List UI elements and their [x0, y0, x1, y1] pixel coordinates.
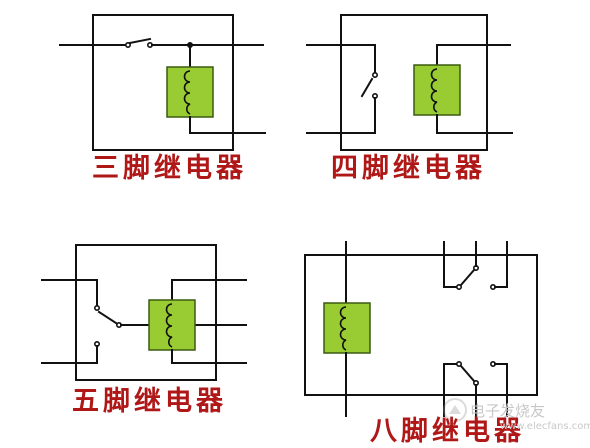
relay-5pin-housing — [75, 244, 217, 381]
relay-4pin — [306, 14, 513, 151]
relay-8pin-lower-contact-nc — [455, 360, 462, 367]
relay-coil-icon — [166, 66, 214, 118]
relay-3pin-housing — [92, 14, 234, 151]
relay-4pin-switch-blade — [360, 77, 374, 98]
relay-5pin — [41, 244, 247, 381]
relay-8pin-lower-blade — [459, 364, 476, 383]
relay-8pin-caption: 八脚继电器 — [370, 416, 525, 447]
relay-coil-icon — [148, 299, 196, 351]
relay-coil-icon — [413, 64, 461, 116]
relay-3pin-switch-blade — [128, 37, 152, 45]
relay-4pin-caption: 四脚继电器 — [331, 153, 486, 184]
relay-3pin-caption: 三脚继电器 — [92, 153, 247, 184]
relay-4pin-contact-a — [371, 72, 378, 79]
relay-8pin — [304, 241, 538, 417]
relay-3pin — [59, 14, 266, 151]
relay-coil-icon — [323, 302, 371, 354]
relay-8pin-upper-blade — [459, 268, 476, 287]
relay-8pin-housing — [304, 254, 538, 396]
watermark-site: www.elecfans.com — [500, 421, 590, 432]
relay-5pin-switch-blade — [97, 310, 118, 325]
relay-5pin-caption: 五脚继电器 — [72, 386, 227, 417]
watermark-text: 电子发烧友 — [470, 402, 546, 420]
watermark-logo-icon — [443, 398, 467, 422]
relay-8pin-upper-contact-nc — [455, 283, 462, 290]
relay-3pin-contact-a — [125, 41, 132, 48]
relay-4pin-housing — [340, 14, 488, 151]
relay-5pin-contact-nc — [94, 304, 101, 311]
